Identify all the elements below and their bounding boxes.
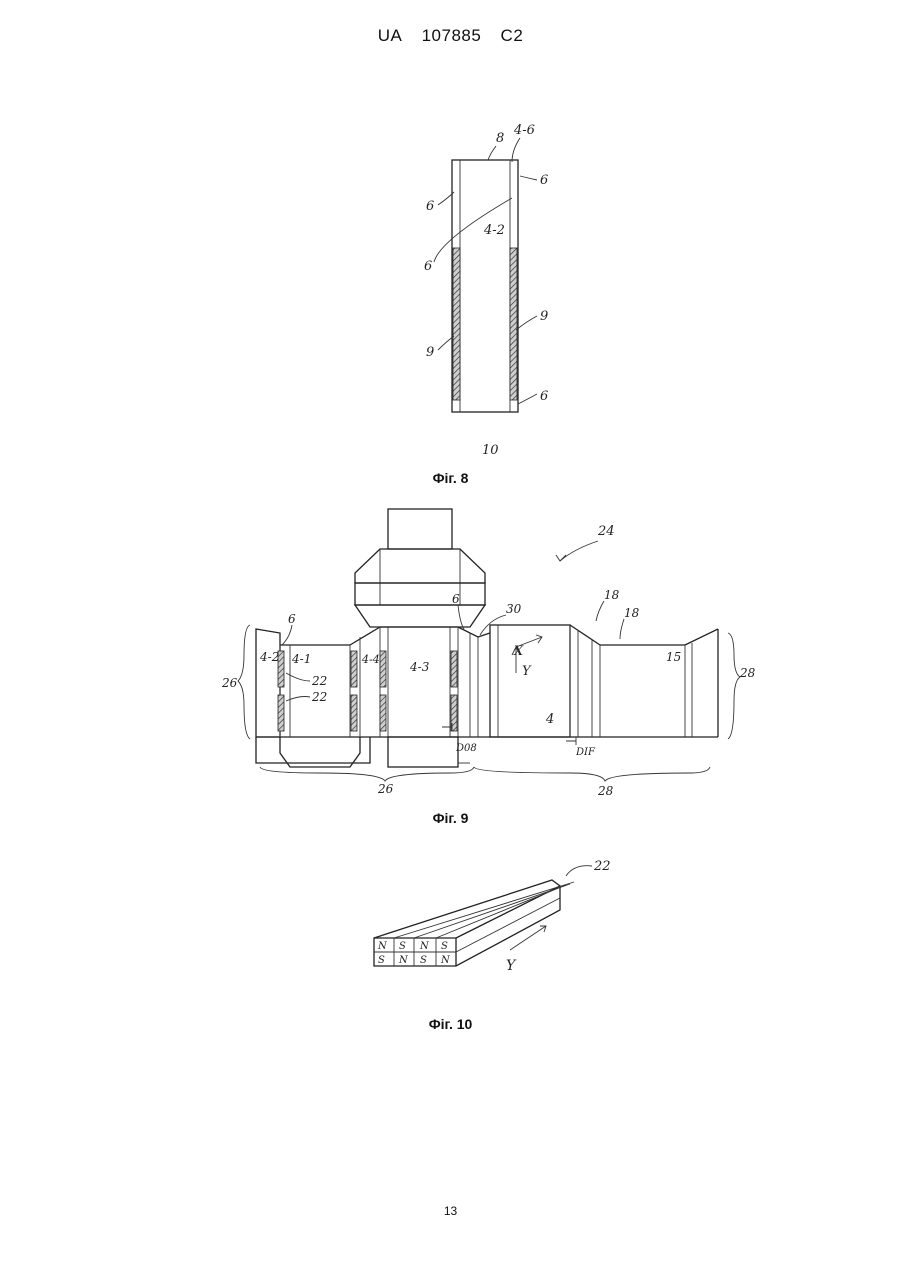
header-kind: C2 (501, 26, 524, 45)
fig8-label-4-6: 4-6 (513, 123, 535, 138)
fig10-pole-top-2: S (399, 941, 406, 952)
fig8-label-4-2: 4-2 (483, 223, 505, 238)
fig10-label-y: Y (506, 958, 517, 974)
fig8-label-9-right: 9 (540, 309, 548, 324)
fig9-label-15: 15 (666, 650, 681, 664)
fig9-label-30: 30 (506, 602, 522, 616)
figure-10-drawing: N S N S S N S N 22 Y (360, 850, 620, 990)
fig10-pole-bottom-3: S (420, 955, 427, 966)
patent-header: UA 107885 C2 (0, 26, 901, 46)
fig8-label-6-left: 6 (426, 199, 434, 214)
fig8-label-8: 8 (496, 131, 504, 146)
fig8-label-6-right: 6 (540, 173, 548, 188)
fig9-label-28-side: 28 (739, 666, 756, 680)
fig9-label-28-bottom: 28 (597, 784, 614, 798)
fig10-pole-bottom-2: N (398, 955, 409, 966)
fig9-label-26-bottom: 26 (377, 782, 394, 796)
figure-10-caption: Фіг. 10 (0, 1016, 901, 1032)
fig9-label-4-2: 4-2 (259, 650, 279, 664)
figure-8-caption: Фіг. 8 (0, 470, 901, 486)
header-country: UA (378, 26, 403, 45)
figure-9-caption: Фіг. 9 (0, 810, 901, 826)
fig9-label-26-side: 26 (221, 676, 238, 690)
fig10-pole-top-4: S (441, 941, 448, 952)
header-number: 107885 (422, 26, 482, 45)
fig8-label-10: 10 (482, 443, 499, 458)
fig9-label-4: 4 (545, 712, 554, 727)
fig9-label-6-right: 6 (452, 592, 460, 606)
fig8-label-6-mid: 6 (424, 259, 432, 274)
fig8-label-6-bottom: 6 (540, 389, 548, 404)
fig9-label-4-4: 4-4 (361, 653, 380, 666)
fig10-pole-bottom-4: N (440, 955, 451, 966)
fig9-label-24: 24 (597, 524, 615, 539)
fig9-label-4-3: 4-3 (409, 660, 430, 674)
fig9-label-dif: DIF (575, 747, 596, 758)
fig9-label-x: X (513, 644, 524, 659)
fig9-label-18-b: 18 (624, 606, 640, 620)
fig9-label-6-left: 6 (288, 612, 296, 626)
figure-8-drawing: 8 4-6 6 6 4-2 6 9 9 6 10 (400, 110, 600, 460)
fig9-label-22-top: 22 (311, 674, 327, 688)
fig10-pole-bottom-1: S (378, 955, 385, 966)
fig10-pole-top-1: N (377, 941, 388, 952)
fig9-label-18-a: 18 (604, 588, 620, 602)
fig9-label-d08: D08 (455, 743, 477, 754)
page-number: 13 (0, 1204, 901, 1218)
fig9-label-22-bottom: 22 (311, 690, 327, 704)
fig9-label-y: Y (522, 664, 532, 679)
fig8-label-9-left: 9 (426, 345, 434, 360)
fig9-label-4-1: 4-1 (291, 652, 311, 666)
fig10-pole-top-3: N (419, 941, 430, 952)
fig10-label-22: 22 (593, 859, 611, 874)
figure-9-drawing: 24 4-2 6 4-1 22 22 4-4 4-3 6 30 X Y 18 1… (220, 505, 770, 805)
